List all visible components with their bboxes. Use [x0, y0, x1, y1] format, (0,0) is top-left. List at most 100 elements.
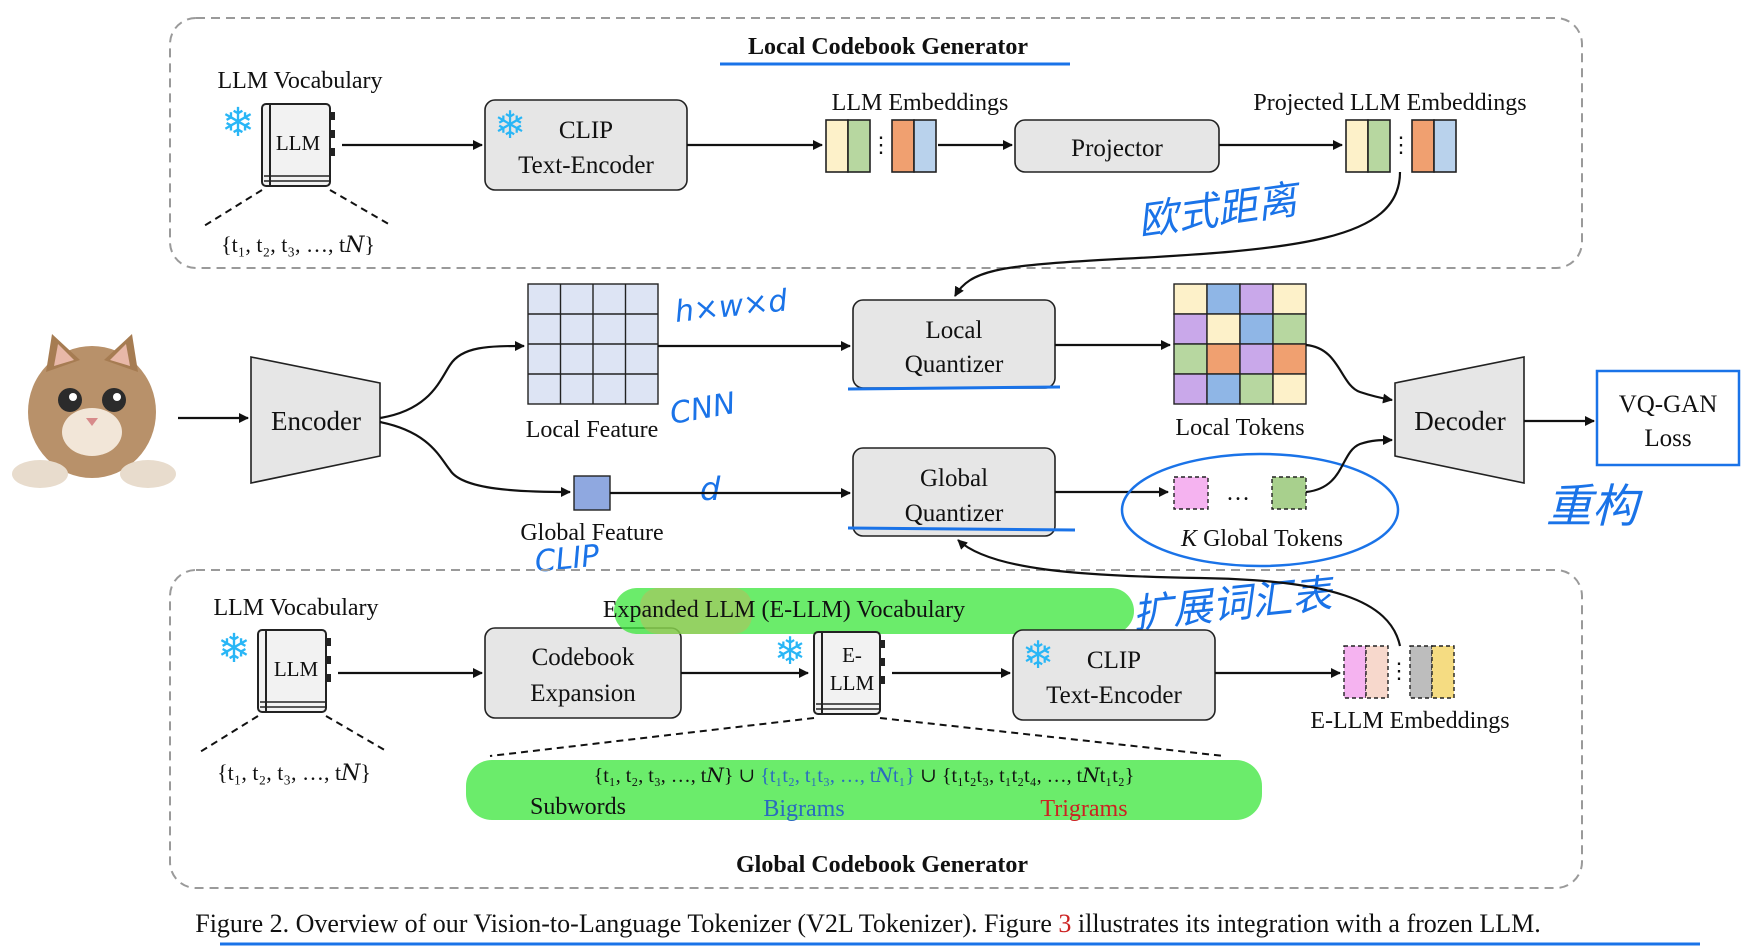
ellm-book-label-1: E-: [842, 643, 862, 667]
arrow-local-tokens-to-decoder: [1305, 343, 1393, 404]
ellm-emb-yellow: [1431, 645, 1455, 699]
book-dashed-left-bottom: [199, 715, 259, 753]
ellm-emb-peach: [1365, 645, 1389, 699]
pemb-yellow: [1345, 119, 1369, 173]
llm-vocabulary-label: LLM Vocabulary: [217, 68, 382, 94]
subwords-label: Subwords: [530, 794, 626, 820]
ellm-embedding-vectors: [1343, 645, 1455, 699]
arrow-encoder-to-global-feature: [379, 420, 571, 497]
emb-ellipsis: ⋮: [870, 132, 892, 157]
ellm-embeddings-label: E-LLM Embeddings: [1310, 708, 1509, 734]
frozen-snowflake-icon-bottom: ❄: [217, 626, 251, 671]
projected-embedding-vectors: [1345, 119, 1457, 173]
local-codebook-title: Local Codebook Generator: [748, 34, 1028, 60]
pemb-green: [1367, 119, 1391, 173]
local-tokens-grid: [1173, 283, 1307, 405]
arrow-global-tokens-to-decoder: [1305, 435, 1393, 494]
ebook-dashed-right: [879, 717, 1225, 757]
bigrams-label: Bigrams: [763, 796, 844, 822]
book-dashed-right: [329, 189, 393, 227]
expanded-vocab-highlight: [614, 588, 1134, 634]
llm-vocabulary-label-bottom: LLM Vocabulary: [213, 595, 378, 621]
emb-orange: [891, 119, 915, 173]
annotation-clip: CLIP: [533, 538, 602, 580]
arrow-encoder-to-local-feature: [379, 341, 525, 420]
llm-book-icon: [261, 103, 335, 187]
vqgan-loss-label-2: Loss: [1644, 425, 1691, 452]
arrow-projemb-to-local-quantizer: [954, 171, 1402, 297]
global-token-green: [1271, 476, 1307, 510]
decoder-label: Decoder: [1414, 406, 1505, 436]
global-quantizer-label-2: Quantizer: [905, 500, 1004, 527]
llm-book-label: LLM: [276, 131, 321, 155]
clip-snowflake-icon-bottom: ❄: [1022, 635, 1054, 677]
book-dashed-right-bottom: [325, 715, 389, 753]
clip-snowflake-icon: ❄: [494, 105, 526, 147]
figure-caption: Figure 2. Overview of our Vision-to-Lang…: [195, 909, 1541, 938]
vqgan-loss-label-1: VQ-GAN: [1619, 391, 1718, 418]
global-codebook-frame: [169, 569, 1583, 889]
local-feature-grid: [527, 283, 659, 405]
global-quantizer-underline: [847, 526, 1076, 532]
ellm-book-label-2: LLM: [830, 671, 875, 695]
global-feature-label: Global Feature: [520, 520, 663, 546]
pemb-ellipsis: ⋮: [1390, 132, 1412, 157]
token-sets-line: {t₁, t₂, t₃, …, t𝑁} ∪ {t₁t₂, t₁t₃, …, t𝑁…: [594, 765, 1135, 787]
llm-book-icon-bottom: [257, 629, 331, 713]
local-tokens-label: Local Tokens: [1175, 415, 1304, 441]
emb-yellow: [825, 119, 849, 173]
emb-green: [847, 119, 871, 173]
frozen-snowflake-icon: ❄: [221, 100, 255, 145]
clip-bottom-label-1: CLIP: [1087, 647, 1141, 674]
clip-label-1: CLIP: [559, 117, 613, 144]
clip-text-encoder-bottom: [1012, 629, 1216, 721]
pemb-orange: [1411, 119, 1435, 173]
local-quantizer-underline: [847, 385, 1061, 391]
annotation-cnn: CNN: [667, 386, 738, 432]
expanded-vocab-label: Expanded LLM (E-LLM) Vocabulary: [603, 597, 965, 623]
local-feature-label: Local Feature: [526, 417, 659, 443]
clip-bottom-label-2: Text-Encoder: [1046, 682, 1182, 709]
expanded-vocab-highlight-accent: [640, 588, 752, 634]
global-quantizer-label-1: Global: [920, 465, 988, 492]
annotation-reconstruct: 重构: [1546, 479, 1643, 533]
local-quantizer-label-1: Local: [926, 317, 983, 344]
codebook-expansion-label-2: Expansion: [530, 680, 636, 707]
clip-label-2: Text-Encoder: [518, 152, 654, 179]
token-set-bottom: {t₁, t₂, t₃, …, t𝑁}: [217, 760, 371, 785]
annotation-d: d: [700, 470, 721, 508]
global-tokens-label: K Global Tokens: [1180, 526, 1343, 552]
annotation-expand-vocab: 扩展词汇表: [1130, 571, 1338, 638]
llm-embeddings-label: LLM Embeddings: [832, 90, 1009, 116]
llm-book-label-bottom: LLM: [274, 657, 319, 681]
global-token-pink: [1173, 476, 1209, 510]
pemb-blue: [1433, 119, 1457, 173]
decoder-shape: [1394, 356, 1525, 484]
token-sets-highlight: [466, 760, 1262, 820]
annotation-hwd: h×w×d: [673, 283, 790, 330]
arrow-ellm-emb-to-global-quantizer: [957, 539, 1402, 647]
ellm-emb-pink: [1343, 645, 1367, 699]
global-feature-square: [573, 475, 611, 511]
encoder-label: Encoder: [271, 406, 361, 436]
book-dashed-left: [203, 189, 263, 227]
encoder-shape: [250, 356, 381, 484]
ebook-snowflake-icon: ❄: [774, 631, 806, 673]
token-set-top: {t₁, t₂, t₃, …, t𝑁}: [221, 232, 375, 257]
local-quantizer-label-2: Quantizer: [905, 351, 1004, 378]
ellm-emb-gray: [1409, 645, 1433, 699]
global-tokens-ellipsis: …: [1226, 480, 1250, 506]
codebook-expansion-label-1: Codebook: [532, 644, 635, 671]
emb-blue: [913, 119, 937, 173]
ebook-dashed-left: [489, 717, 815, 757]
cat-image: [12, 334, 176, 488]
ellm-emb-ellipsis: ⋮: [1388, 658, 1410, 683]
trigrams-label: Trigrams: [1040, 796, 1127, 822]
llm-embedding-vectors: [825, 119, 937, 173]
ellm-book-icon: [813, 631, 885, 715]
projected-embeddings-label: Projected LLM Embeddings: [1253, 90, 1526, 116]
global-tokens-ellipse-annotation: [1120, 452, 1400, 568]
global-codebook-title: Global Codebook Generator: [736, 852, 1028, 878]
local-codebook-frame: [169, 17, 1583, 269]
